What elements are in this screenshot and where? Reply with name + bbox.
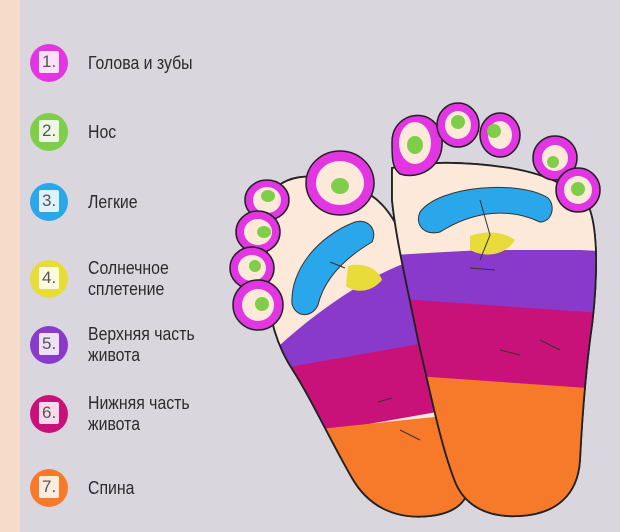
right-toe-big xyxy=(391,114,443,177)
right-zone-lower-abdomen xyxy=(392,297,597,397)
legend-item-nose: 2. Нос xyxy=(30,113,120,151)
right-toe-5 xyxy=(555,167,601,213)
left-zone-lungs xyxy=(291,220,375,316)
legend-badge: 4. xyxy=(30,260,68,298)
legend-label: Нижняя часть живота xyxy=(88,393,190,434)
right-toe-3 xyxy=(479,112,521,158)
right-foot-creases xyxy=(469,199,561,356)
legend-label: Спина xyxy=(88,477,135,498)
legend-label: Солнечное сплетение xyxy=(88,258,169,299)
left-edge-strip xyxy=(0,0,20,532)
legend-number: 1. xyxy=(39,51,60,73)
legend-number: 7. xyxy=(39,476,60,498)
legend-label: Легкие xyxy=(88,191,138,212)
left-zone-solar-plexus xyxy=(346,264,382,291)
legend-badge: 2. xyxy=(30,113,68,151)
legend-label: Голова и зубы xyxy=(88,52,193,73)
legend-number: 5. xyxy=(39,333,60,355)
right-foot xyxy=(391,102,601,518)
legend-item-lower-abdomen: 6. Нижняя часть живота xyxy=(30,393,204,435)
left-toe-big xyxy=(305,150,375,216)
left-toe-5 xyxy=(232,279,284,331)
legend: 1. Голова и зубы 2. Нос 3. Легкие 4. Сол… xyxy=(0,0,240,532)
right-zone-lungs xyxy=(418,186,553,234)
legend-label: Верхняя часть живота xyxy=(88,324,195,365)
legend-number: 6. xyxy=(39,402,60,424)
left-toe-3 xyxy=(235,210,281,254)
legend-number: 4. xyxy=(39,267,60,289)
right-zone-solar-plexus xyxy=(470,232,515,255)
legend-item-upper-abdomen: 5. Верхняя часть живота xyxy=(30,324,209,366)
legend-label: Нос xyxy=(88,121,117,142)
legend-item-lungs: 3. Легкие xyxy=(30,183,144,221)
legend-number: 3. xyxy=(39,190,60,212)
legend-item-back: 7. Спина xyxy=(30,469,141,507)
legend-item-head-teeth: 1. Голова и зубы xyxy=(30,44,207,82)
left-toe-2 xyxy=(244,179,290,221)
legend-item-solar-plexus: 4. Солнечное сплетение xyxy=(30,258,180,300)
legend-badge: 5. xyxy=(30,326,68,364)
legend-badge: 6. xyxy=(30,395,68,433)
left-toe-4 xyxy=(229,246,275,290)
legend-badge: 1. xyxy=(30,44,68,82)
left-foot-creases xyxy=(329,261,421,441)
right-toe-2 xyxy=(436,102,480,148)
legend-number: 2. xyxy=(39,120,60,142)
right-toe-4 xyxy=(532,135,578,181)
legend-badge: 7. xyxy=(30,469,68,507)
legend-badge: 3. xyxy=(30,183,68,221)
